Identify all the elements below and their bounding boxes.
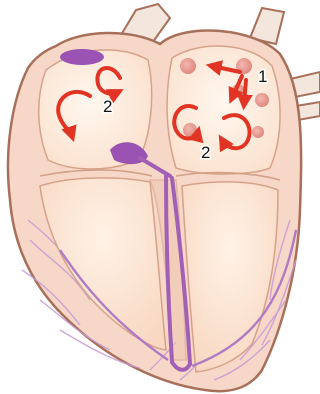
focus-spot (252, 126, 264, 138)
focus-spot (180, 58, 196, 74)
focus-spot (255, 93, 269, 107)
sinoatrial-node (60, 49, 104, 65)
label-right-atrium-top: 1 (258, 67, 267, 86)
label-left-atrium: 2 (103, 97, 112, 116)
label-right-atrium-bottom: 2 (201, 143, 210, 162)
straight-arrow-3 (244, 80, 246, 104)
